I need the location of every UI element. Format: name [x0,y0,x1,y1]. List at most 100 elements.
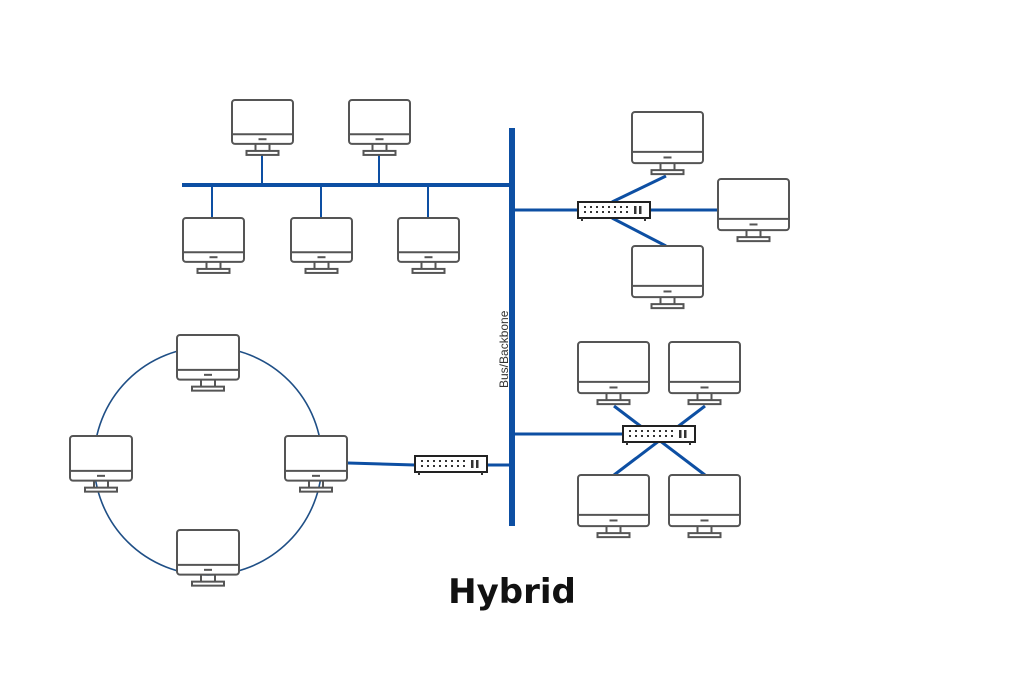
switch-port [445,460,447,462]
monitor-logo [663,290,672,293]
switch-foot [481,472,483,475]
switch-port [439,465,441,467]
ring-computer-icon [284,435,348,493]
monitor-screen [231,99,294,145]
monitor-base [299,486,333,493]
ring-to-switch-line [347,461,416,467]
monitor-base [191,580,225,587]
switch-port [433,460,435,462]
switch-port [451,465,453,467]
monitor-base [650,169,685,176]
switch-port [590,211,592,213]
monitor-base [596,399,631,406]
ring-computer-icon [69,435,133,493]
switch-led [476,460,479,468]
star-computer-icon [717,178,790,243]
switch-led [471,460,474,468]
monitor-logo [609,519,618,522]
switch-port [635,430,637,432]
switch-port [629,435,631,437]
switch-port [433,465,435,467]
monitor-logo [97,474,105,477]
switch-port [620,211,622,213]
monitor-logo [317,256,326,259]
monitor-base [736,236,771,243]
switch-port [626,206,628,208]
switch-port [427,460,429,462]
monitor-logo [609,386,618,389]
monitor-logo [700,386,709,389]
switch-port [427,465,429,467]
monitor-logo [663,156,672,159]
monitor-screen [717,178,790,232]
cross-computer-icon [668,341,741,406]
switch-foot [626,442,628,445]
bus-computer-icon [231,99,294,156]
switch-port [602,211,604,213]
monitor-screen [182,217,245,263]
star-computer-icon [631,111,704,176]
monitor-screen [577,474,650,528]
switch-port [614,211,616,213]
monitor-screen [284,435,348,482]
switch-port [671,435,673,437]
monitor-screen [348,99,411,145]
switch-port [653,435,655,437]
switch-led [679,430,682,438]
switch-port [608,211,610,213]
monitor-base [687,532,722,539]
monitor-logo [204,568,212,571]
switch-port [421,460,423,462]
ring-computer-icon [176,529,240,587]
switch-port [584,211,586,213]
switch-port [584,206,586,208]
monitor-screen [290,217,353,263]
switch-port [596,211,598,213]
monitor-base [191,385,225,392]
cross-computer-icon [577,341,650,406]
monitor-logo [375,138,384,141]
star-link-line [611,174,667,204]
switch-port [659,430,661,432]
monitor-base [245,149,280,156]
ring-switch-icon [414,455,488,475]
monitor-logo [209,256,218,259]
switch-port [671,430,673,432]
diagram-title: Hybrid [448,572,576,612]
monitor-base [596,532,631,539]
monitor-screen [577,341,650,395]
monitor-screen [397,217,460,263]
monitor-logo [700,519,709,522]
switch-led [639,206,642,214]
star-link-line [611,216,667,248]
switch-port [653,430,655,432]
cross-switch-icon [622,425,696,445]
switch-port [635,435,637,437]
bus-computer-icon [348,99,411,156]
monitor-screen [668,341,741,395]
monitor-screen [69,435,133,482]
monitor-base [411,267,446,274]
switch-port [647,435,649,437]
monitor-base [650,303,685,310]
switch-port [620,206,622,208]
monitor-logo [312,474,320,477]
monitor-logo [204,373,212,376]
switch-foot [644,218,646,221]
switch-port [602,206,604,208]
star-switch-icon [577,201,651,221]
switch-foot [581,218,583,221]
monitor-screen [176,334,240,381]
switch-port [626,211,628,213]
bus-computer-icon [290,217,353,274]
monitor-screen [668,474,741,528]
switch-port [590,206,592,208]
switch-port [665,435,667,437]
monitor-screen [176,529,240,576]
monitor-screen [631,111,704,165]
bus-computer-icon [397,217,460,274]
monitor-base [196,267,231,274]
monitor-logo [424,256,433,259]
switch-port [614,206,616,208]
switch-port [421,465,423,467]
